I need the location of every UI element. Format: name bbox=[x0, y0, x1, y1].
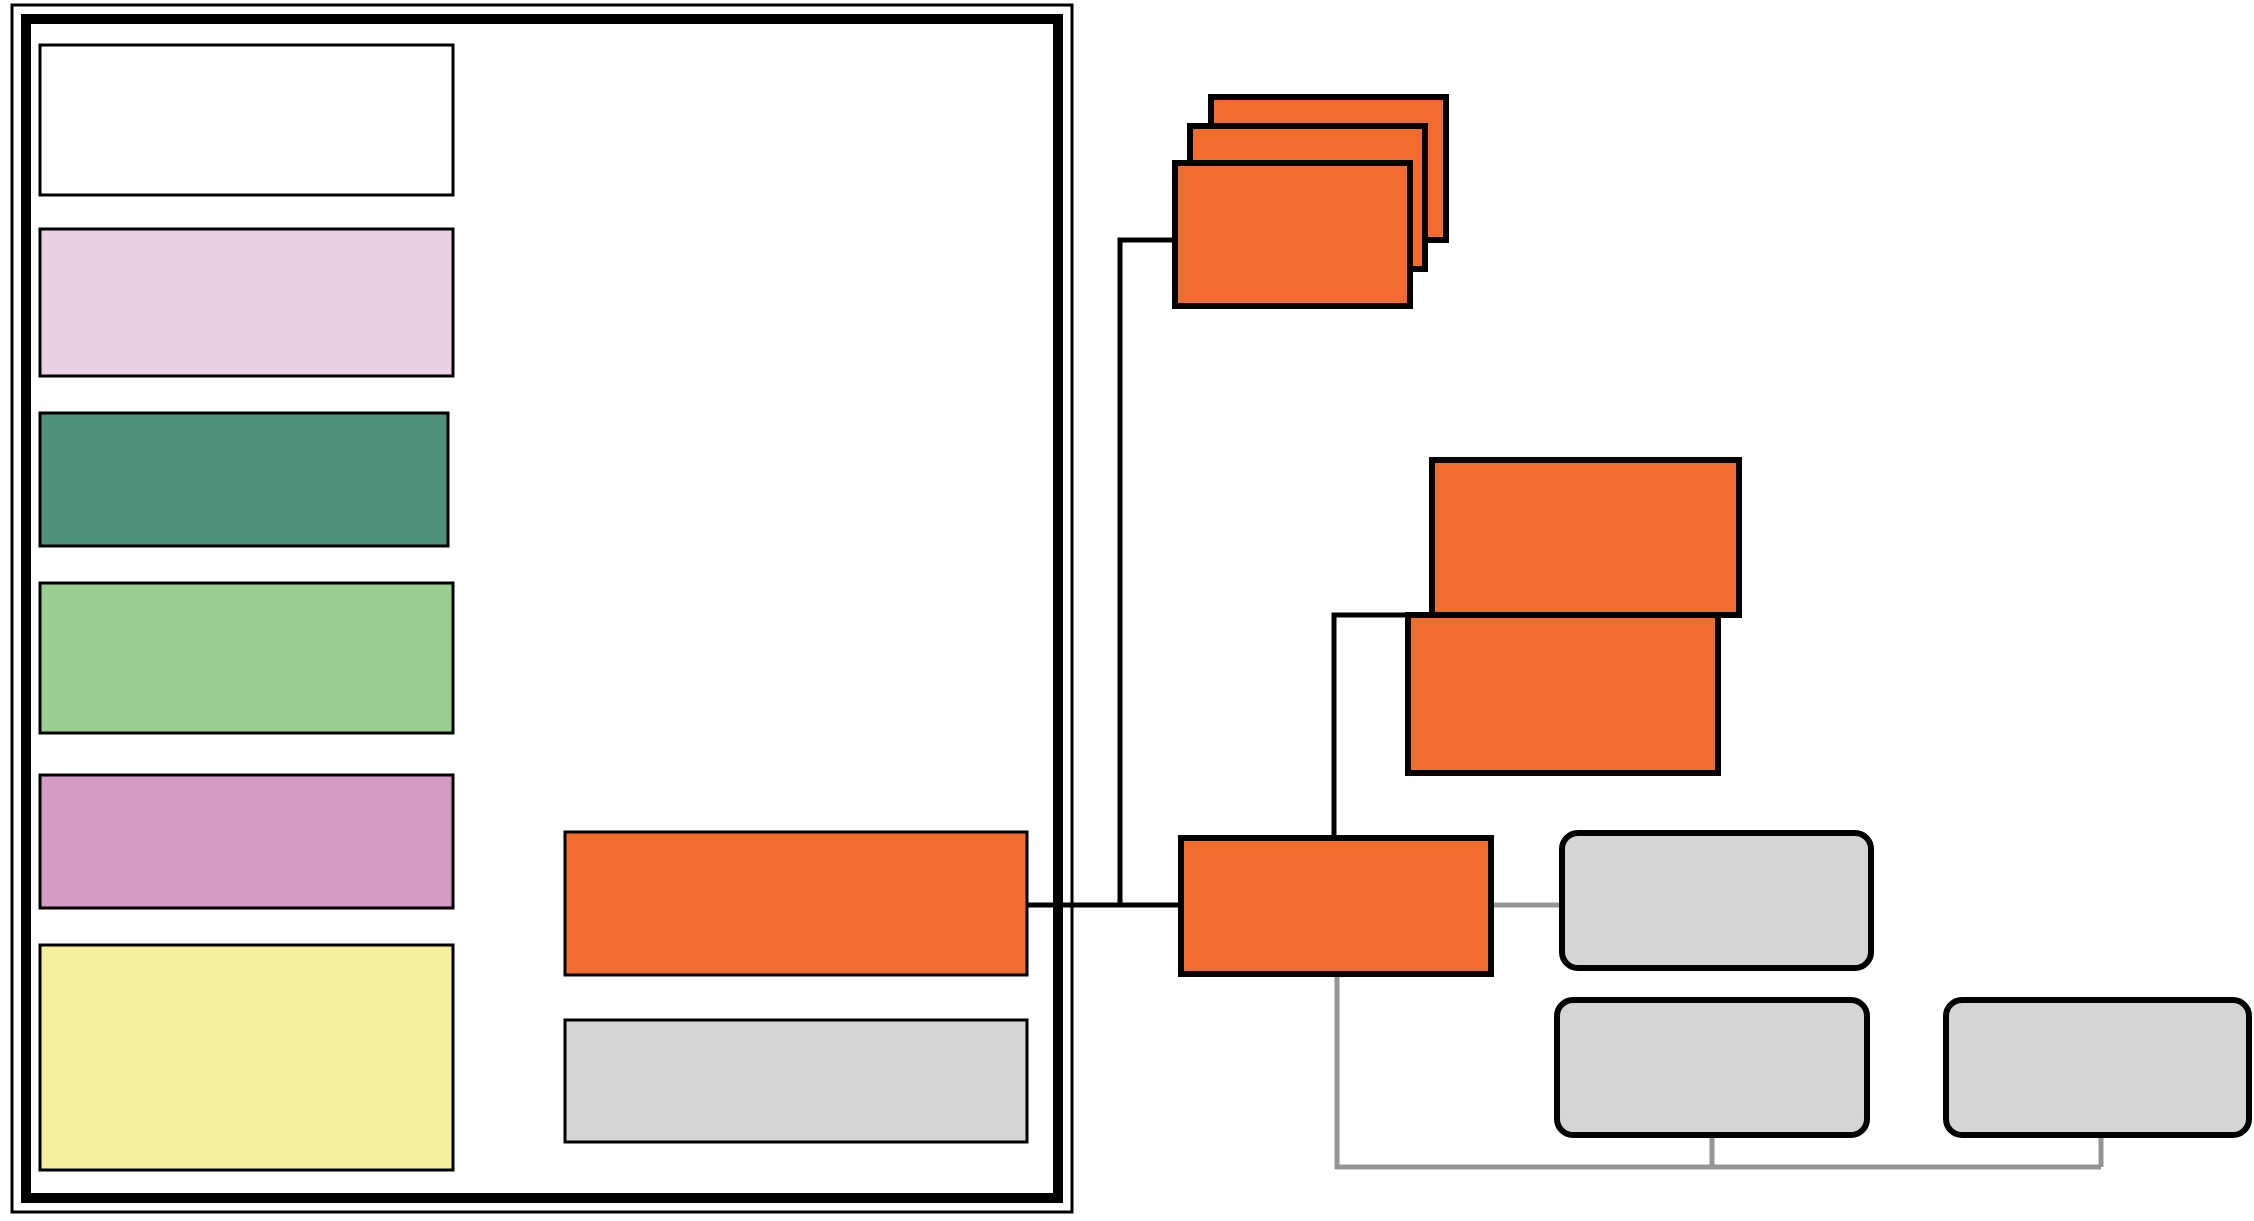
black-connectors bbox=[1027, 237, 1408, 908]
connector-hub-to-paired-boxes bbox=[1331, 612, 1408, 838]
paired-box-lower bbox=[1405, 612, 1721, 776]
connector-to-stacked-cards bbox=[1117, 237, 1175, 905]
stacked-card-front bbox=[1172, 160, 1413, 309]
gray-node-bottom-left bbox=[1554, 997, 1870, 1138]
paired-box-upper bbox=[1429, 457, 1742, 618]
legend-inner-boxes bbox=[563, 830, 1029, 1144]
legend-frame-inner-border bbox=[21, 14, 1063, 1203]
legend-swatch-light-pink bbox=[38, 227, 455, 378]
connector-hub-to-gray-bus bbox=[1334, 972, 2101, 1170]
legend-swatch-teal bbox=[38, 411, 450, 548]
legend-swatch-mauve bbox=[38, 773, 455, 910]
legend-swatch-light-green bbox=[38, 581, 455, 735]
inner-box-gray bbox=[563, 1018, 1029, 1144]
hub-box bbox=[1178, 835, 1494, 977]
legend-swatch-white bbox=[38, 43, 455, 197]
inner-box-orange bbox=[563, 830, 1029, 977]
paired-boxes bbox=[1405, 457, 1742, 776]
gray-connectors bbox=[1334, 902, 2104, 1170]
gray-node-top bbox=[1559, 830, 1874, 971]
legend-swatch-light-yellow bbox=[38, 943, 455, 1172]
stacked-cards bbox=[1172, 94, 1449, 309]
gray-nodes bbox=[1554, 830, 2252, 1138]
legend-swatches bbox=[38, 43, 455, 1172]
gray-node-bottom-right bbox=[1943, 997, 2252, 1138]
